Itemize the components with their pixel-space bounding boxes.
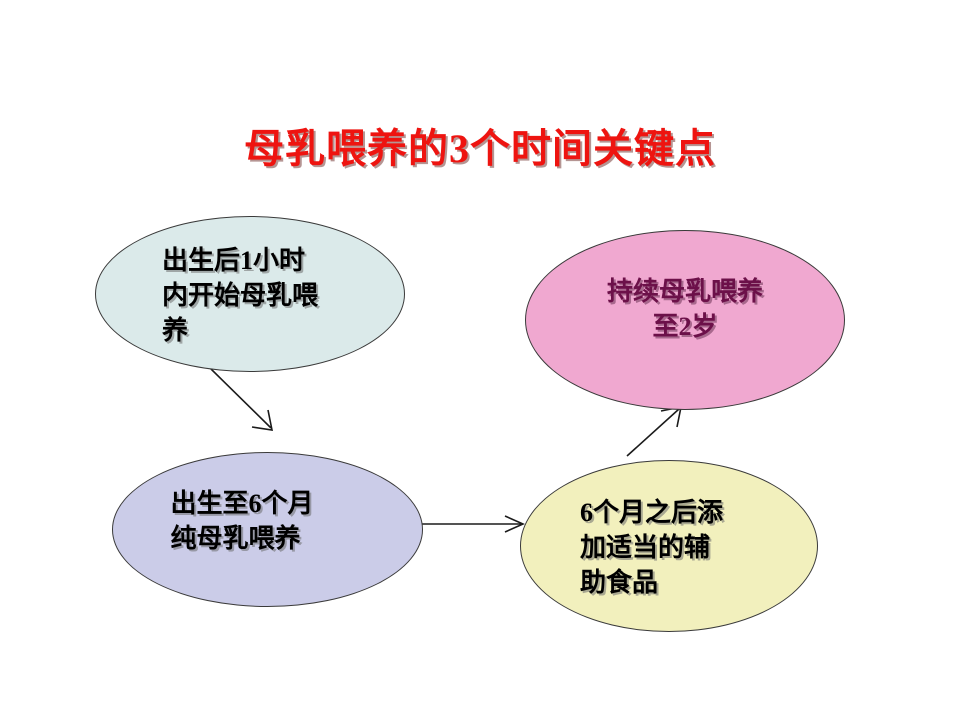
node-continue-2y-label: 持续母乳喂养 至2岁 <box>606 277 763 341</box>
node-birth-hour-label: 出生后1小时 内开始母乳喂 养 <box>162 245 319 345</box>
arrow-exclusive-6m-to-complementary <box>422 515 525 533</box>
node-exclusive-6m-label: 出生至6个月 纯母乳喂养 <box>170 489 314 553</box>
node-complementary[interactable]: 6个月之后添 加适当的辅 助食品 <box>520 460 818 632</box>
node-birth-hour[interactable]: 出生后1小时 内开始母乳喂 养 <box>95 216 405 372</box>
arrow-birth-hour-to-exclusive-6m <box>210 368 274 431</box>
node-complementary-label: 6个月之后添 加适当的辅 助食品 <box>580 497 724 597</box>
arrow-complementary-to-continue-2y <box>626 405 683 457</box>
node-exclusive-6m[interactable]: 出生至6个月 纯母乳喂养 <box>112 452 423 607</box>
page-title: 母乳喂养的3个时间关键点 <box>244 126 716 171</box>
node-continue-2y[interactable]: 持续母乳喂养 至2岁 <box>525 230 845 410</box>
